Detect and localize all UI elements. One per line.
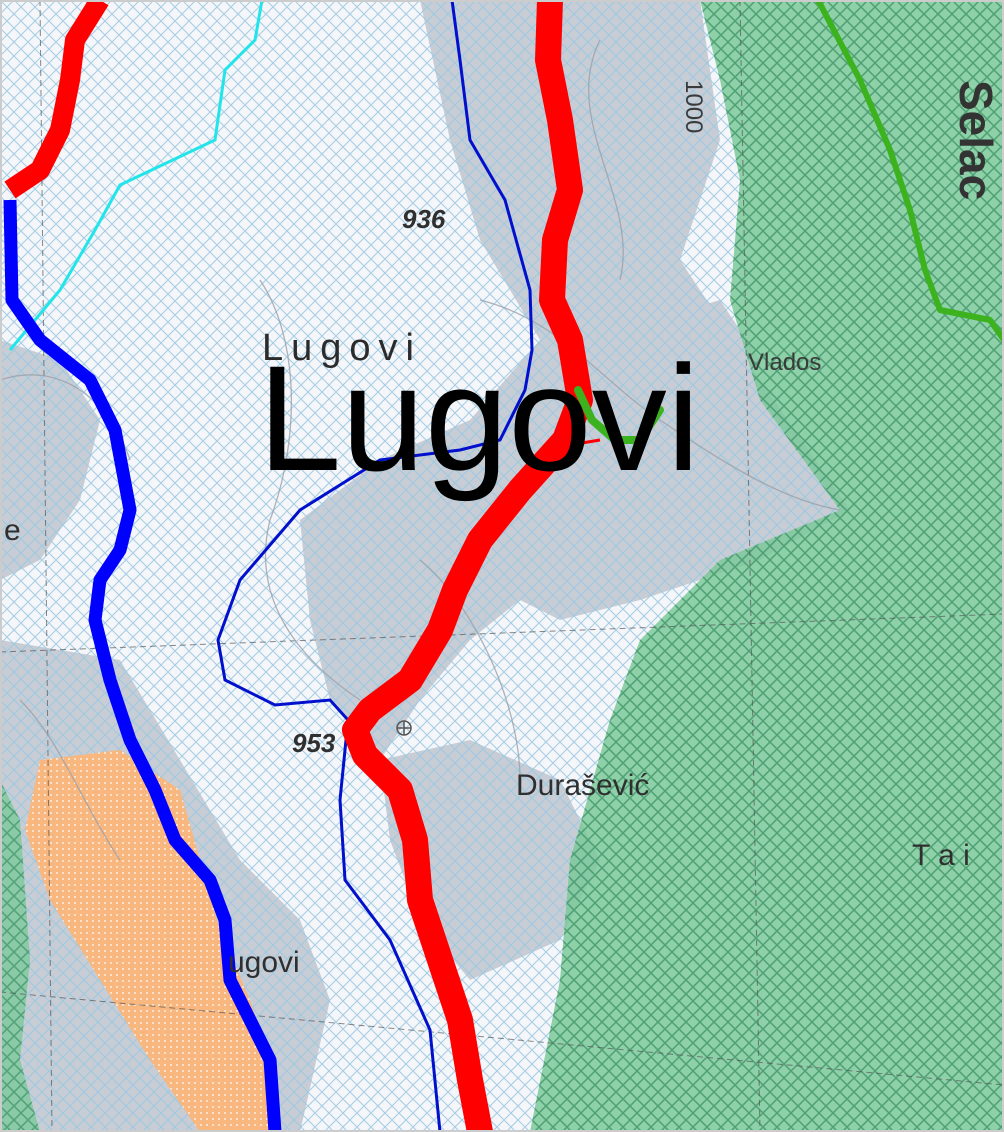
label-village-bottom: ugovi (228, 946, 300, 979)
road-red-main (342, 0, 593, 1132)
label-elevation-953: 953 (292, 728, 336, 758)
label-contour-1000: 1000 (680, 80, 707, 133)
road-red-branch (4, 0, 109, 199)
orange-zone (25, 750, 270, 1132)
path-green-mark (574, 386, 664, 444)
river-blue (3, 199, 282, 1132)
benchmark-marker (396, 720, 412, 736)
label-main-place: Lugovi (258, 334, 700, 502)
label-duresevica: Durašević (516, 769, 649, 802)
label-village-top: Lugovi (262, 327, 422, 369)
label-road-right: Selac (950, 80, 1002, 200)
label-elevation-936: 936 (402, 204, 446, 234)
road-red-spur (539, 438, 601, 452)
forest-zone (530, 0, 1004, 1132)
label-edge-letter: e (4, 514, 21, 547)
stream-cyan (8, 0, 264, 351)
label-vlados: Vlados (748, 349, 821, 376)
forest-zone-left-edge (0, 780, 40, 1132)
stream-navy (216, 0, 534, 1132)
label-tail: T a i (912, 839, 970, 872)
contour-lines (0, 39, 841, 861)
path-green-right (815, 0, 1004, 342)
